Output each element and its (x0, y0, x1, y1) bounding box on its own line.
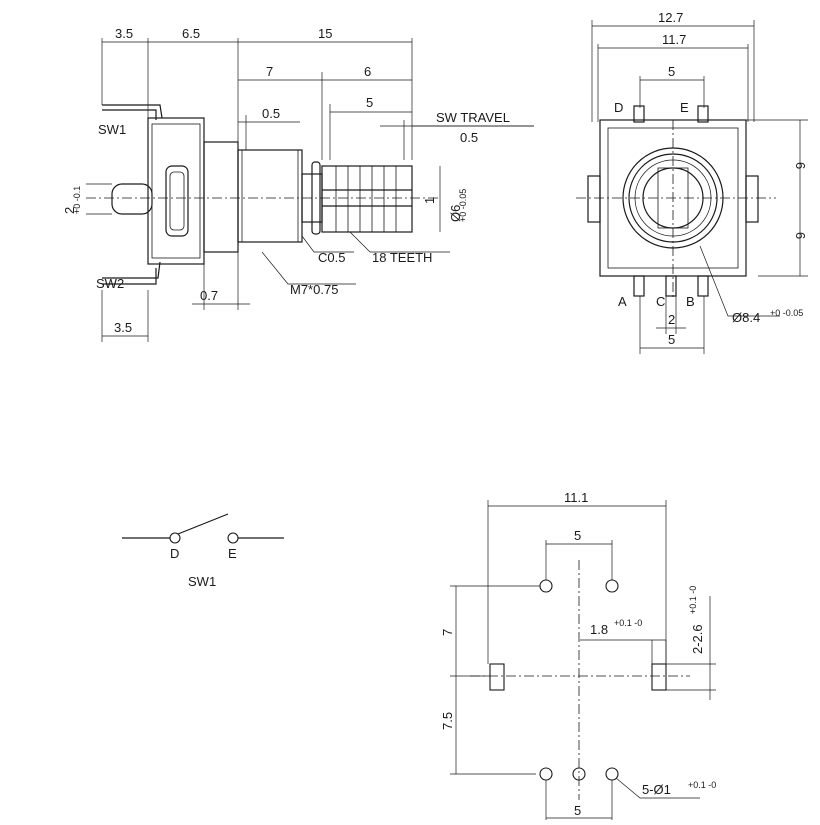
front-view: 12.7 11.7 5 D E 6 6 A (576, 10, 808, 354)
dim-6-upper: 6 (793, 162, 808, 169)
switch-node-d: D (170, 546, 179, 561)
pcb-footprint: 11.1 5 7 7.5 1.8 +0.1 -0 2-2.6 +0.1 -0 (440, 490, 716, 820)
slot-len-tol: +0.1 -0 (688, 586, 698, 614)
pin-e-label: E (680, 100, 689, 115)
slot-width-tol: +0.1 -0 (614, 618, 642, 628)
thread-label: M7*0.75 (290, 282, 338, 297)
knurl-dia-main: Ø6 (448, 205, 463, 222)
pin-b-label: B (686, 294, 695, 309)
dim-6-5: 6.5 (182, 26, 200, 41)
dim-11-7: 11.7 (662, 32, 686, 47)
dim-5-top: 5 (574, 528, 581, 543)
dim-3-5-bottom: 3.5 (114, 320, 132, 335)
dim-6: 6 (364, 64, 371, 79)
dim-5-bottom: 5 (574, 803, 581, 818)
slot-width-main: 1.8 (590, 622, 608, 637)
dim-3-5-top: 3.5 (115, 26, 133, 41)
shaft-dia-tol: +0 -0.1 (72, 186, 82, 214)
dim-6-lower: 6 (793, 232, 808, 239)
dim-5-top: 5 (668, 64, 675, 79)
dim-0-7: 0.7 (200, 288, 218, 303)
shaft-dia-main: 2 (62, 207, 77, 214)
pin-a-label: A (618, 294, 627, 309)
dim-5-bottom: 5 (668, 332, 675, 347)
pin-d-label: D (614, 100, 623, 115)
dim-7: 7 (440, 629, 455, 636)
switch-node-e: E (228, 546, 237, 561)
dim-11-1: 11.1 (564, 490, 588, 505)
dim-7-5: 7.5 (440, 712, 455, 730)
switch-schematic: D E SW1 (122, 513, 284, 589)
ring-dia-main: Ø8.4 (732, 310, 760, 325)
dim-0-5-left: 0.5 (262, 106, 280, 121)
sw2-label: SW2 (96, 276, 124, 291)
dim-7: 7 (266, 64, 273, 79)
dim-5: 5 (366, 95, 373, 110)
teeth-label: 18 TEETH (372, 250, 432, 265)
hole-spec-tol: +0.1 -0 (688, 780, 716, 790)
dim-12-7: 12.7 (658, 10, 683, 25)
pin-c-label: C (656, 294, 665, 309)
dim-15: 15 (318, 26, 332, 41)
knurl-dia-tol: +0 -0.05 (458, 189, 468, 222)
dim-0-5-right: 0.5 (460, 130, 478, 145)
dim-2: 2 (668, 312, 675, 327)
slot-len-main: 2-2.6 (690, 624, 705, 654)
dim-1: 1 (422, 197, 437, 204)
sw-travel-label: SW TRAVEL (436, 110, 510, 125)
side-view: 3.5 6.5 15 7 6 5 0.5 SW TRAVEL 0.5 SW1 S… (62, 26, 534, 342)
hole-spec-main: 5-Ø1 (642, 782, 671, 797)
ring-dia-tol: +0 -0.05 (770, 308, 803, 318)
chamfer-label: C0.5 (318, 250, 345, 265)
sw1-label: SW1 (98, 122, 126, 137)
switch-label: SW1 (188, 574, 216, 589)
